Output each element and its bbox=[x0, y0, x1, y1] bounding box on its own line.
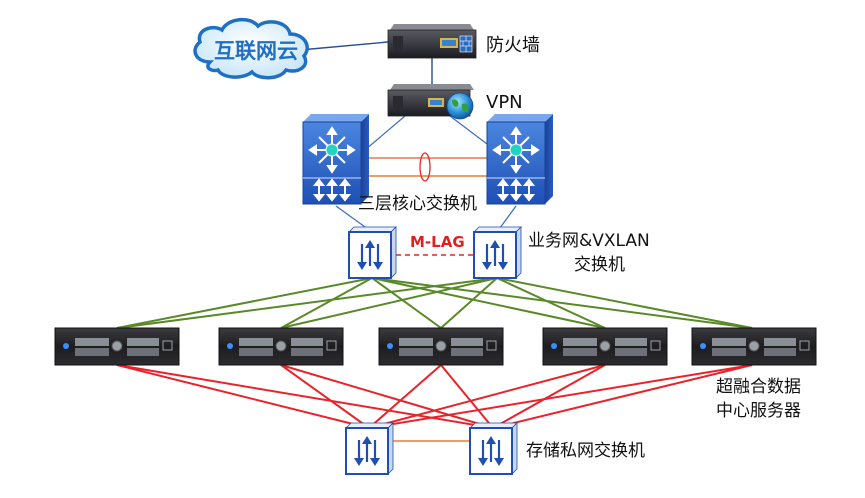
cloud-firewall-link bbox=[299, 41, 389, 51]
vpn-device: VPN bbox=[387, 84, 523, 120]
mlag-label: M-LAG bbox=[410, 233, 465, 251]
core-arrows-icon bbox=[496, 178, 536, 202]
server-5 bbox=[691, 327, 817, 366]
internet-cloud: 互联网云 bbox=[193, 17, 309, 80]
core-switch-right bbox=[486, 114, 553, 205]
links bbox=[116, 41, 753, 442]
business-switch-label-line1: 业务网&VXLAN bbox=[528, 231, 650, 251]
server-4 bbox=[542, 327, 668, 366]
business-switch-left bbox=[348, 226, 397, 279]
switch-arrows-icon bbox=[354, 436, 380, 466]
firewall-label: 防火墙 bbox=[486, 35, 540, 56]
switch-arrows-icon bbox=[478, 436, 504, 466]
servers-label-line2: 中心服务器 bbox=[716, 401, 801, 421]
vpn-core-left-link bbox=[364, 115, 406, 151]
business-links bbox=[116, 277, 753, 329]
switch-arrows-icon bbox=[357, 240, 383, 270]
vpn-label: VPN bbox=[486, 92, 523, 113]
servers-label-line1: 超融合数据 bbox=[716, 377, 801, 397]
firewall-device: 防火墙 bbox=[387, 24, 540, 59]
server-1 bbox=[54, 327, 180, 366]
firewall-icon bbox=[459, 35, 473, 53]
cloud-label: 互联网云 bbox=[214, 39, 298, 63]
business-switch-right bbox=[473, 226, 522, 279]
core-lag-ellipse bbox=[419, 152, 431, 182]
switch-arrows-icon bbox=[482, 240, 508, 270]
storage-switch-left bbox=[345, 422, 394, 475]
storage-links bbox=[116, 364, 753, 429]
core-arrows-icon bbox=[312, 178, 352, 202]
globe-icon bbox=[446, 92, 474, 120]
server-2 bbox=[218, 327, 344, 366]
core-switch-left bbox=[302, 114, 369, 205]
storage-switch-right bbox=[469, 422, 518, 475]
server-3 bbox=[378, 327, 504, 366]
storage-switch-label: 存储私网交换机 bbox=[526, 441, 645, 461]
core-switch-label: 三层核心交换机 bbox=[358, 194, 477, 214]
business-switch-label-line2: 交换机 bbox=[574, 255, 625, 275]
